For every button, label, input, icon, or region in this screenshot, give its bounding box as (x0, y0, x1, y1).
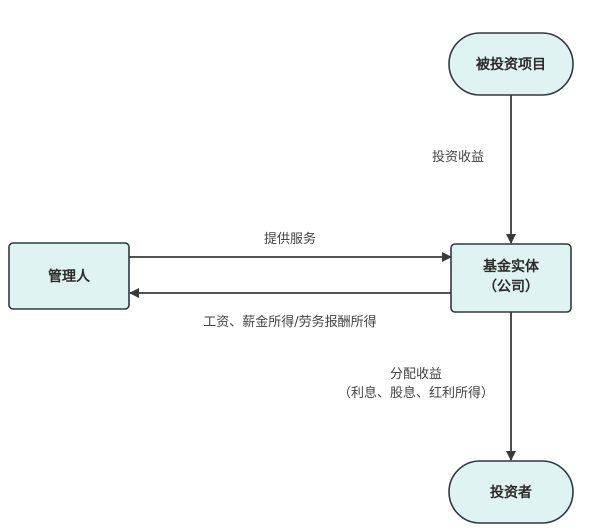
node-project-shape (448, 32, 574, 96)
edge-label-investment-income: 投资收益 (432, 149, 484, 165)
edge-label-salary-income: 工资、薪金所得/劳务报酬所得 (203, 314, 376, 330)
node-manager: 管理人 (8, 242, 130, 310)
node-investor-shape (448, 460, 574, 524)
node-entity-shape (450, 243, 572, 313)
node-investor-label: 投资者 (490, 484, 532, 501)
node-entity-label-line1: 基金实体 (483, 258, 540, 275)
edges (129, 95, 516, 461)
edge-label-distribution-line1: 分配收益 (390, 367, 442, 382)
node-project-label: 被投资项目 (476, 56, 546, 73)
edge-label-provide-services: 提供服务 (264, 231, 316, 247)
node-manager-shape (8, 242, 130, 310)
node-investor: 投资者 (448, 460, 574, 524)
node-entity: 基金实体 （公司） (450, 243, 572, 313)
node-manager-label: 管理人 (48, 268, 91, 285)
node-project: 被投资项目 (448, 32, 574, 96)
node-entity-label-line2: （公司） (483, 279, 539, 295)
edge-labels: 投资收益 提供服务 工资、薪金所得/劳务报酬所得 分配收益 （利息、股息、红利所… (203, 149, 494, 401)
edge-label-distribution-line2: （利息、股息、红利所得） (338, 385, 494, 401)
